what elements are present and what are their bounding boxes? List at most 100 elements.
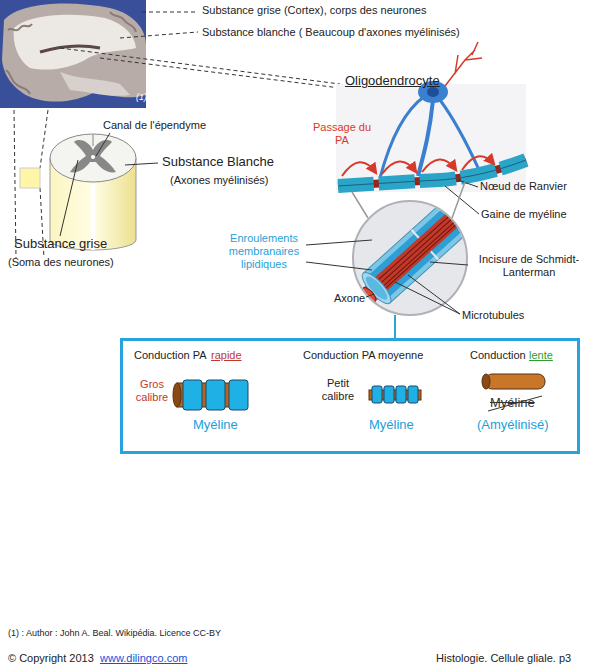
spinal-cord bbox=[50, 134, 136, 250]
oligodendrocyte-drawing bbox=[427, 87, 439, 97]
callout-connector bbox=[394, 315, 396, 338]
sheath-label: (Amyélinisé) bbox=[477, 417, 549, 433]
thick-myelinated-axon bbox=[173, 380, 248, 410]
myelin-closeup bbox=[353, 193, 479, 315]
leader-line bbox=[306, 262, 372, 270]
part-label: Nœud de Ranvier bbox=[480, 180, 567, 193]
magnifier-line bbox=[452, 182, 465, 218]
part-note: (Soma des neurones) bbox=[8, 256, 114, 269]
callout-connector bbox=[395, 315, 396, 338]
thick-myelinated-axon bbox=[229, 380, 248, 410]
part-label: Microtubules bbox=[462, 309, 524, 322]
leader-line bbox=[408, 275, 460, 314]
leader-line bbox=[395, 282, 460, 314]
footnote: (1) : Author : John A. Beal. Wikipédia. … bbox=[8, 628, 221, 639]
oligodendrocyte-drawing bbox=[418, 100, 433, 176]
leader-line bbox=[14, 12, 340, 258]
thin-myelinated-axon bbox=[384, 386, 394, 403]
part-note: (Axones myélinisés) bbox=[170, 174, 268, 187]
part-label: Incisure de Schmidt-Lanterman bbox=[468, 253, 590, 279]
part-label: Canal de l'épendyme bbox=[103, 119, 206, 132]
thick-myelinated-axon bbox=[173, 383, 181, 407]
action-potential-jump bbox=[382, 161, 416, 174]
action-potential-jump bbox=[422, 159, 456, 172]
brain-photo bbox=[60, 72, 130, 96]
leader-line bbox=[458, 180, 478, 187]
leader-line bbox=[306, 240, 468, 314]
thin-myelinated-axon bbox=[369, 386, 421, 403]
spinal-cord bbox=[50, 134, 136, 182]
part-label: Gaine de myéline bbox=[481, 208, 567, 221]
leader-line bbox=[60, 160, 78, 236]
zoom-square bbox=[20, 168, 40, 188]
thin-myelinated-axon bbox=[372, 386, 382, 403]
unmyelinated-axon bbox=[485, 374, 545, 389]
axon-size: Petit calibre bbox=[315, 377, 361, 403]
leader-line bbox=[366, 294, 374, 297]
leader-line bbox=[96, 133, 110, 156]
unmyelinated-axon bbox=[482, 374, 490, 389]
callout-number: (1) bbox=[136, 92, 147, 103]
leader-line bbox=[430, 262, 468, 265]
zoom-square bbox=[20, 168, 40, 188]
page-reference: Histologie. Cellule gliale. p3 bbox=[436, 652, 571, 665]
strike-line bbox=[488, 396, 542, 411]
myelin-closeup bbox=[353, 193, 479, 312]
leader-line bbox=[445, 180, 479, 214]
spinal-cord bbox=[92, 134, 94, 146]
thin-myelinated-axon bbox=[396, 386, 406, 403]
part-label: Passage du PA bbox=[312, 121, 372, 147]
oligodendrocyte-drawing bbox=[336, 42, 526, 192]
leader-line bbox=[306, 240, 372, 245]
leader-line bbox=[120, 32, 198, 38]
thick-myelinated-axon bbox=[206, 380, 225, 410]
part-label: Axone bbox=[334, 292, 365, 305]
axon-size: Gros calibre bbox=[129, 378, 175, 404]
leader-line bbox=[100, 58, 340, 88]
thick-myelinated-axon bbox=[183, 380, 202, 410]
cell-name: Oligodendrocyte bbox=[345, 73, 440, 89]
panel-title: Conduction PA moyenne bbox=[303, 349, 423, 362]
part-label: Substance grise (Cortex), corps des neur… bbox=[202, 4, 426, 17]
myelin-closeup bbox=[363, 193, 479, 303]
spinal-cord bbox=[91, 155, 95, 159]
part-label: Enroulements membranaires lipidiques bbox=[220, 232, 308, 272]
action-potential-jump bbox=[342, 156, 494, 176]
leader-line bbox=[14, 110, 16, 258]
part-label: Substance Blanche bbox=[162, 154, 274, 170]
brain-photo bbox=[2, 4, 146, 102]
sheath-label: Myéline bbox=[369, 417, 414, 433]
action-potential-jump bbox=[342, 162, 376, 176]
oligodendrocyte-drawing bbox=[445, 42, 482, 86]
brain-photo bbox=[0, 0, 146, 108]
web-link: www.dilingco.com bbox=[100, 652, 187, 665]
magnifier-line bbox=[352, 192, 368, 218]
brain-photo bbox=[14, 15, 136, 70]
leader-line bbox=[60, 48, 340, 84]
unmyelinated-axon bbox=[482, 374, 545, 389]
thin-myelinated-axon bbox=[408, 386, 418, 403]
action-potential-jump bbox=[462, 156, 494, 170]
copyright: © Copyright 2013 bbox=[8, 652, 94, 665]
panel-title: Conduction PA bbox=[134, 349, 207, 362]
part-label: Substance blanche ( Beaucoup d'axones my… bbox=[202, 26, 460, 39]
conduction-panel: Conduction PA moyennePetit calibreMyélin… bbox=[293, 341, 453, 451]
info-box: Conduction PArapideGros calibreMyélineCo… bbox=[120, 338, 580, 454]
speed-word: lente bbox=[529, 349, 553, 362]
speed-word: rapide bbox=[211, 349, 242, 362]
conduction-panel: ConductionlenteMyéline (Amyélinisé) bbox=[453, 341, 577, 451]
myelin-closeup bbox=[353, 193, 479, 312]
strike-line bbox=[488, 396, 542, 411]
leader-line bbox=[40, 110, 48, 168]
oligodendrocyte-drawing bbox=[380, 96, 425, 178]
sheath-label: Myéline bbox=[490, 395, 535, 411]
leader-line bbox=[60, 133, 158, 236]
brain-photo bbox=[0, 0, 146, 108]
leader-line bbox=[125, 163, 158, 165]
part-label: Substance grise bbox=[14, 236, 107, 252]
leader-line bbox=[142, 12, 198, 13]
sheath-label: Myéline bbox=[193, 417, 238, 433]
conduction-panel: Conduction PA rapideGros calibreMyéline bbox=[123, 341, 283, 451]
panel-title: Conduction bbox=[470, 349, 526, 362]
